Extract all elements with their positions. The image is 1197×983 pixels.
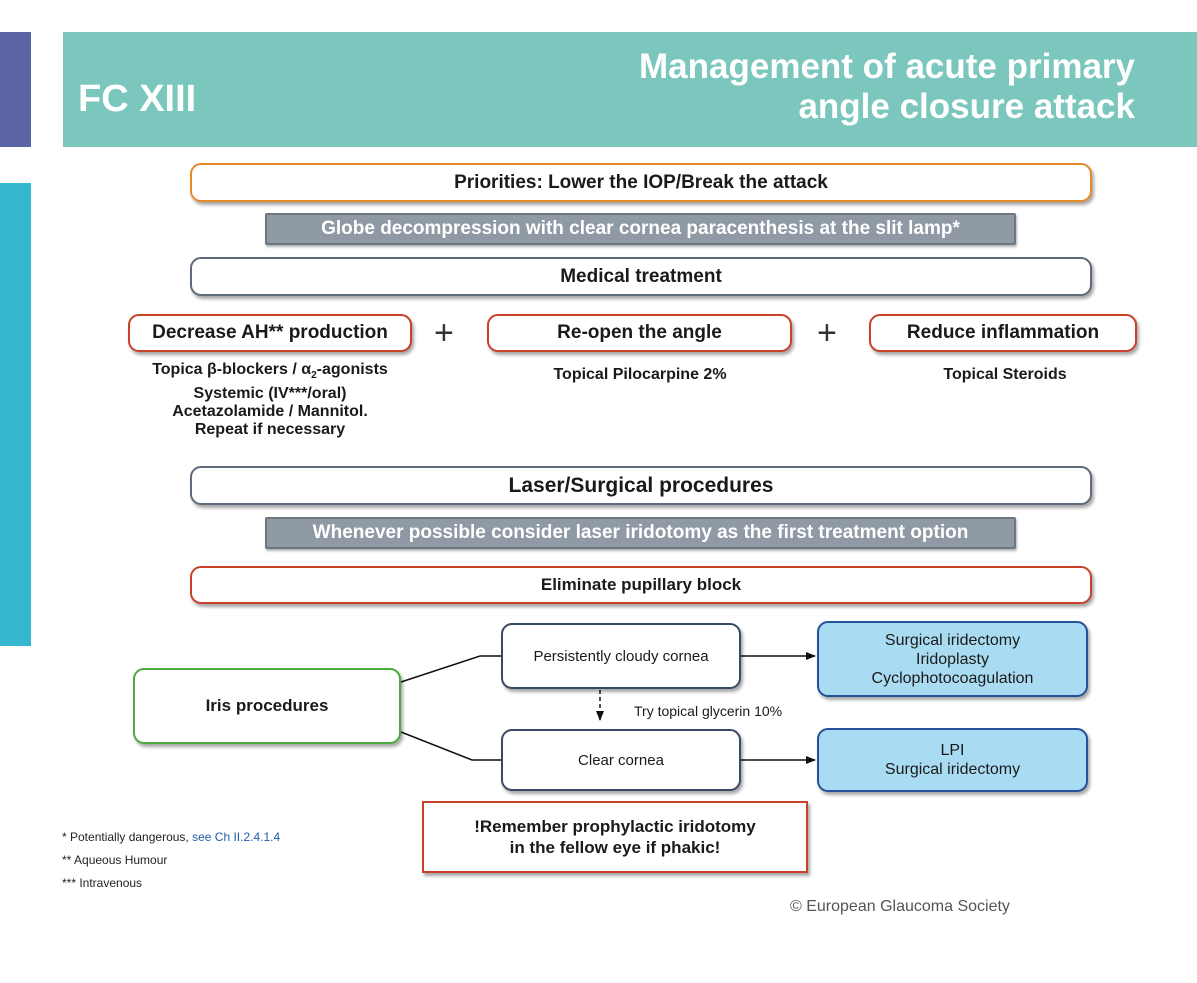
alpha-subscript: 2 xyxy=(311,370,317,382)
cloudy-cornea-text: Persistently cloudy cornea xyxy=(533,647,709,665)
clear-outcome-2: Surgical iridectomy xyxy=(884,761,1021,778)
iris-procedures-box: Iris procedures xyxy=(133,668,401,744)
detail-line-2: Systemic (IV***/oral) xyxy=(193,385,347,403)
clear-outcome-box: LPI Surgical iridectomy xyxy=(817,728,1088,792)
footnote-2: ** Aqueous Humour xyxy=(62,853,168,867)
branch-line-clear xyxy=(400,731,501,761)
chapter-code: FC XIII xyxy=(78,78,197,120)
clear-outcome-1: LPI xyxy=(940,742,965,759)
alpha-symbol: α xyxy=(301,361,312,378)
cloudy-outcome-box: Surgical iridectomy Iridoplasty Cyclopho… xyxy=(817,621,1088,697)
reduce-inflammation-text: Reduce inflammation xyxy=(906,322,1100,343)
page-title: Management of acute primary angle closur… xyxy=(495,47,1135,127)
cloudy-outcome-2: Iridoplasty xyxy=(916,650,989,668)
side-tab-bottom xyxy=(0,183,31,646)
laser-iridotomy-banner: Whenever possible consider laser iridoto… xyxy=(265,517,1016,549)
reopen-angle-box: Re-open the angle xyxy=(487,314,792,352)
globe-decompression-banner: Globe decompression with clear cornea pa… xyxy=(265,213,1016,245)
reduce-inflammation-box: Reduce inflammation xyxy=(869,314,1137,352)
detail-line-1: Topica β-blockers / α2-agonists xyxy=(152,361,388,382)
remember-line-1: !Remember prophylactic iridotomy xyxy=(474,817,756,836)
globe-decompression-text: Globe decompression with clear cornea pa… xyxy=(321,218,960,239)
footnote-1: * Potentially dangerous, see Ch II.2.4.1… xyxy=(62,830,281,844)
cloudy-outcome-3: Cyclophotocoagulation xyxy=(871,669,1034,687)
priorities-text: Priorities: Lower the IOP/Break the atta… xyxy=(454,171,828,193)
decrease-ah-text: Decrease AH** production xyxy=(152,322,388,343)
eliminate-block-text: Eliminate pupillary block xyxy=(540,575,742,594)
title-line-1: Management of acute primary xyxy=(639,47,1135,86)
remember-box: !Remember prophylactic iridotomy in the … xyxy=(422,801,808,873)
reopen-angle-text: Re-open the angle xyxy=(557,322,722,343)
cloudy-cornea-box: Persistently cloudy cornea xyxy=(501,623,741,689)
eliminate-block-box: Eliminate pupillary block xyxy=(190,566,1092,604)
inflammation-details: Topical Steroids xyxy=(943,366,1067,383)
footnote-3: *** Intravenous xyxy=(62,876,143,890)
cloudy-outcome-1: Surgical iridectomy xyxy=(884,631,1021,649)
branch-line-cloudy xyxy=(400,655,501,683)
laser-surgical-box: Laser/Surgical procedures xyxy=(190,466,1092,505)
priorities-box: Priorities: Lower the IOP/Break the atta… xyxy=(190,163,1092,202)
beta-symbol: β xyxy=(207,361,217,378)
medical-treatment-text: Medical treatment xyxy=(560,265,722,287)
decrease-ah-details: Topica β-blockers / α2-agonists Systemic… xyxy=(110,361,430,439)
title-line-2: angle closure attack xyxy=(798,87,1135,126)
chapter-link[interactable]: see Ch II.2.4.1.4 xyxy=(192,830,281,844)
laser-iridotomy-text: Whenever possible consider laser iridoto… xyxy=(312,522,969,543)
reopen-angle-details: Topical Pilocarpine 2% xyxy=(553,366,727,383)
glycerin-note: Try topical glycerin 10% xyxy=(634,703,783,719)
copyright: © European Glaucoma Society xyxy=(790,898,1010,915)
laser-surgical-text: Laser/Surgical procedures xyxy=(508,473,774,497)
iris-procedures-text: Iris procedures xyxy=(205,696,329,715)
decrease-ah-box: Decrease AH** production xyxy=(128,314,412,352)
detail-line-4: Repeat if necessary xyxy=(194,421,346,439)
plus-sign-1: + xyxy=(434,314,454,352)
plus-sign-2: + xyxy=(817,314,837,352)
clear-cornea-box: Clear cornea xyxy=(501,729,741,791)
medical-treatment-box: Medical treatment xyxy=(190,257,1092,296)
detail-line-3: Acetazolamide / Mannitol. xyxy=(172,403,368,421)
header-banner: FC XIII Management of acute primary angl… xyxy=(63,32,1197,147)
side-tab-top xyxy=(0,32,31,147)
remember-line-2: in the fellow eye if phakic! xyxy=(509,838,721,857)
clear-cornea-text: Clear cornea xyxy=(578,751,664,769)
